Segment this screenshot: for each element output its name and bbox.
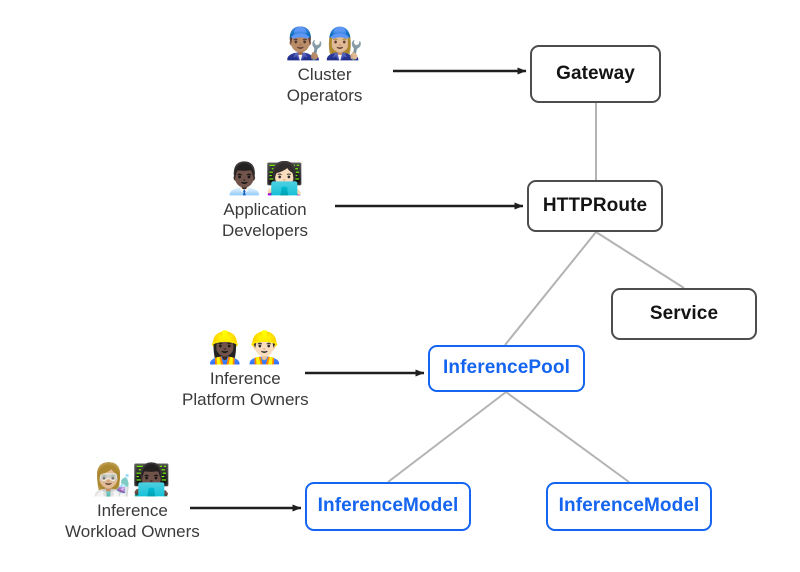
scientist-emoji-icon: 👩🏼‍🔬👨🏿‍💻 bbox=[92, 462, 172, 498]
edge-inferencepool-model1 bbox=[387, 391, 507, 483]
persona-cluster-operators: 👨🏽‍🔧👩🏼‍🔧Cluster Operators bbox=[285, 28, 364, 107]
node-label: HTTPRoute bbox=[542, 194, 648, 216]
mechanic-man-emoji-icon: 👨🏽‍🔧👩🏼‍🔧 bbox=[285, 26, 365, 62]
node-label: InferenceModel bbox=[558, 495, 700, 517]
node-inferencemodel2[interactable]: InferenceModel bbox=[546, 482, 712, 531]
edge-httproute-service bbox=[595, 231, 685, 289]
persona-application-developers: 👨🏿‍💼👩🏻‍💻Application Developers bbox=[222, 163, 308, 242]
construction-worker-woman-emoji-icon: 👷🏿‍♀️👷🏻‍♂️ bbox=[205, 330, 285, 366]
node-inferencepool[interactable]: InferencePool bbox=[428, 345, 585, 392]
node-service[interactable]: Service bbox=[611, 288, 757, 340]
persona-label: Inference Platform Owners bbox=[182, 368, 309, 410]
node-label: InferencePool bbox=[443, 357, 570, 379]
persona-inference-platform-owners: 👷🏿‍♀️👷🏻‍♂️Inference Platform Owners bbox=[182, 332, 309, 411]
node-inferencemodel1[interactable]: InferenceModel bbox=[305, 482, 471, 531]
node-label: Gateway bbox=[556, 62, 635, 84]
office-worker-emoji-icon: 👨🏿‍💼👩🏻‍💻 bbox=[225, 161, 305, 197]
edge-httproute-inferencepool bbox=[504, 231, 597, 346]
persona-label: Application Developers bbox=[222, 199, 308, 241]
persona-label: Inference Workload Owners bbox=[65, 500, 200, 542]
node-label: Service bbox=[649, 302, 719, 324]
persona-inference-workload-owners: 👩🏼‍🔬👨🏿‍💻Inference Workload Owners bbox=[65, 464, 200, 543]
persona-arrows bbox=[190, 67, 527, 512]
node-gateway[interactable]: Gateway bbox=[530, 45, 661, 103]
node-httproute[interactable]: HTTPRoute bbox=[527, 180, 663, 232]
edge-inferencepool-model2 bbox=[505, 391, 630, 483]
node-label: InferenceModel bbox=[317, 495, 459, 517]
persona-label: Cluster Operators bbox=[286, 64, 363, 106]
